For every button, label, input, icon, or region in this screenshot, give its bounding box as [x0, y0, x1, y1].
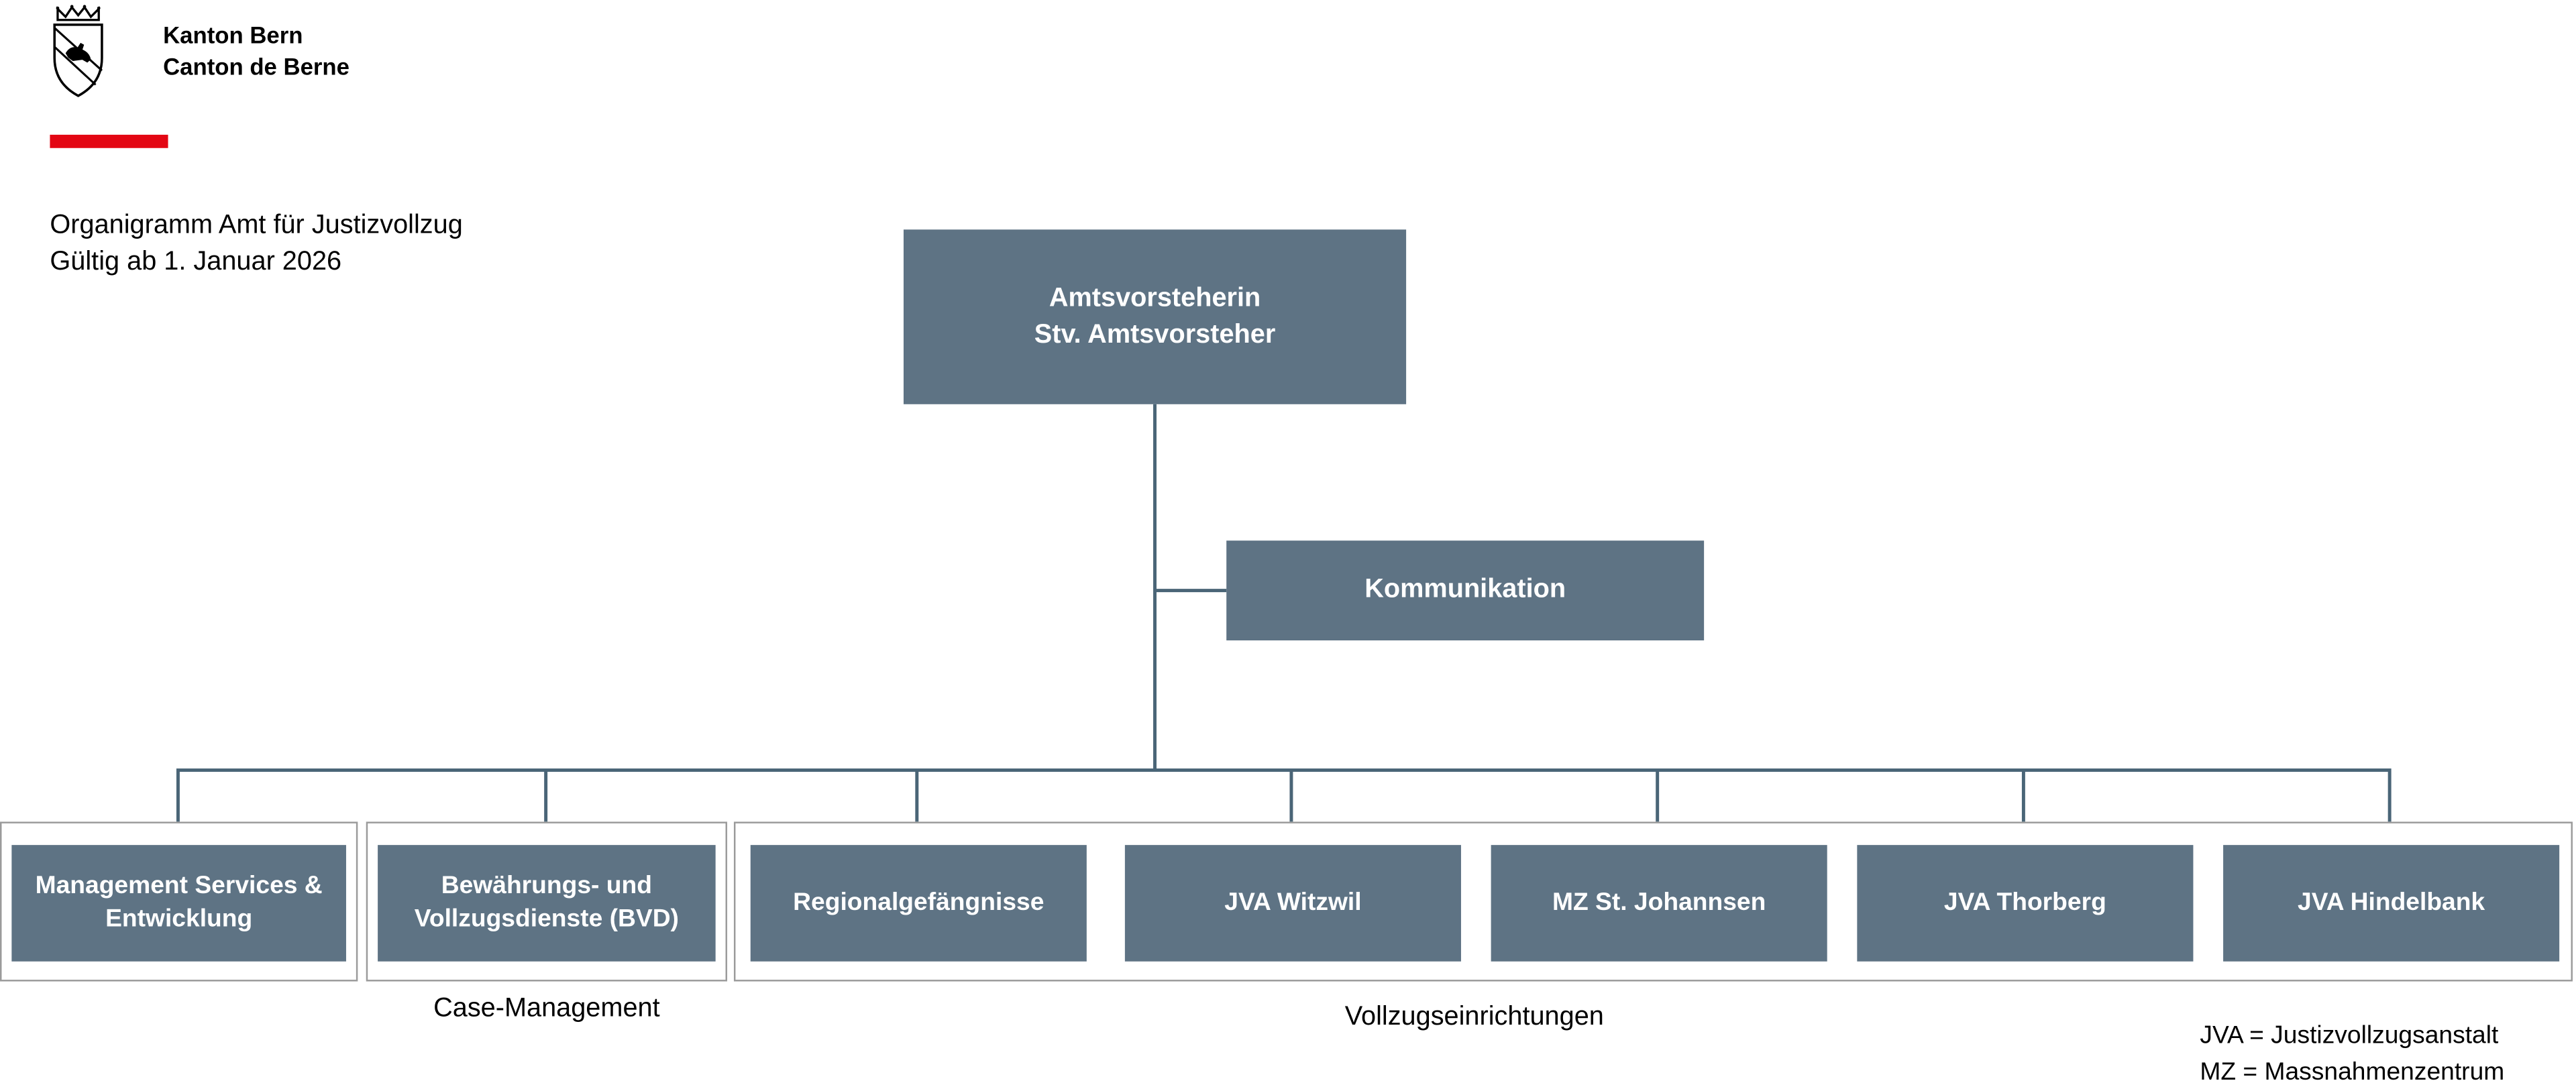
org-box-amtsvorsteherin-line1: Amtsvorsteherin	[1049, 285, 1261, 314]
frame-bvd: Bewährungs- und Vollzugsdienste (BVD)	[366, 821, 728, 982]
connector-drop-management-services	[176, 771, 180, 822]
org-box-management-services: Management Services & Entwicklung	[11, 845, 346, 962]
legend-line-mz: MZ = Massnahmenzentrum	[2200, 1057, 2505, 1086]
org-box-jva-witzwil: JVA Witzwil	[1124, 845, 1461, 962]
org-box-jva-thorberg-label: JVA Thorberg	[1943, 888, 2106, 917]
bern-coat-of-arms-icon	[46, 3, 109, 108]
caption-vollzugseinrichtungen: Vollzugseinrichtungen	[1344, 1002, 1604, 1031]
org-box-bvd-label: Bewährungs- und Vollzugsdienste (BVD)	[414, 872, 679, 933]
org-box-mz-st-johannsen: MZ St. Johannsen	[1491, 845, 1827, 962]
legend: JVA = Justizvollzugsanstalt MZ = Massnah…	[2200, 1018, 2504, 1091]
org-box-management-services-label: Management Services & Entwicklung	[35, 872, 323, 933]
connector-drop-jva-thorberg	[2021, 771, 2025, 822]
page-title: Organigramm Amt für Justizvollzug Gültig…	[50, 208, 462, 281]
connector-kommunikation-horizontal	[1157, 589, 1227, 593]
connector-drop-mz-st-johannsen	[1656, 771, 1660, 822]
canton-name-de: Kanton Bern	[163, 21, 303, 48]
org-box-jva-witzwil-label: JVA Witzwil	[1224, 888, 1362, 917]
page-title-line2: Gültig ab 1. Januar 2026	[50, 247, 342, 276]
connector-root-vertical	[1153, 404, 1157, 772]
frame-vollzugseinrichtungen: Regionalgefängnisse JVA Witzwil MZ St. J…	[733, 821, 2573, 982]
org-box-regionalgefaengnisse-label: Regionalgefängnisse	[793, 888, 1044, 917]
brand-red-bar	[50, 134, 168, 148]
org-box-kommunikation: Kommunikation	[1226, 540, 1705, 641]
connector-drop-jva-witzwil	[1289, 771, 1293, 822]
org-box-kommunikation-label: Kommunikation	[1364, 576, 1566, 605]
org-box-regionalgefaengnisse: Regionalgefängnisse	[750, 845, 1087, 962]
page-title-line1: Organigramm Amt für Justizvollzug	[50, 211, 463, 240]
org-box-jva-thorberg: JVA Thorberg	[1857, 845, 2194, 962]
legend-line-jva: JVA = Justizvollzugsanstalt	[2200, 1021, 2499, 1050]
frame-management-services: Management Services & Entwicklung	[0, 821, 358, 982]
canton-wordmark: Kanton Bern Canton de Berne	[163, 20, 350, 83]
canton-name-fr: Canton de Berne	[163, 53, 350, 80]
connector-drop-bvd	[544, 771, 548, 822]
org-box-jva-hindelbank-label: JVA Hindelbank	[2298, 888, 2485, 917]
connector-main-horizontal	[176, 768, 2392, 772]
org-box-mz-st-johannsen-label: MZ St. Johannsen	[1552, 888, 1766, 917]
caption-case-management: Case-Management	[433, 994, 660, 1023]
connector-drop-jva-hindelbank	[2387, 771, 2392, 822]
org-box-amtsvorsteherin-line2: Stv. Amtsvorsteher	[1034, 320, 1276, 349]
org-box-amtsvorsteherin: Amtsvorsteherin Stv. Amtsvorsteher	[903, 229, 1407, 404]
connector-drop-regionalgefaengnisse	[915, 771, 919, 822]
org-box-jva-hindelbank: JVA Hindelbank	[2223, 845, 2560, 962]
org-box-bvd: Bewährungs- und Vollzugsdienste (BVD)	[378, 845, 716, 962]
